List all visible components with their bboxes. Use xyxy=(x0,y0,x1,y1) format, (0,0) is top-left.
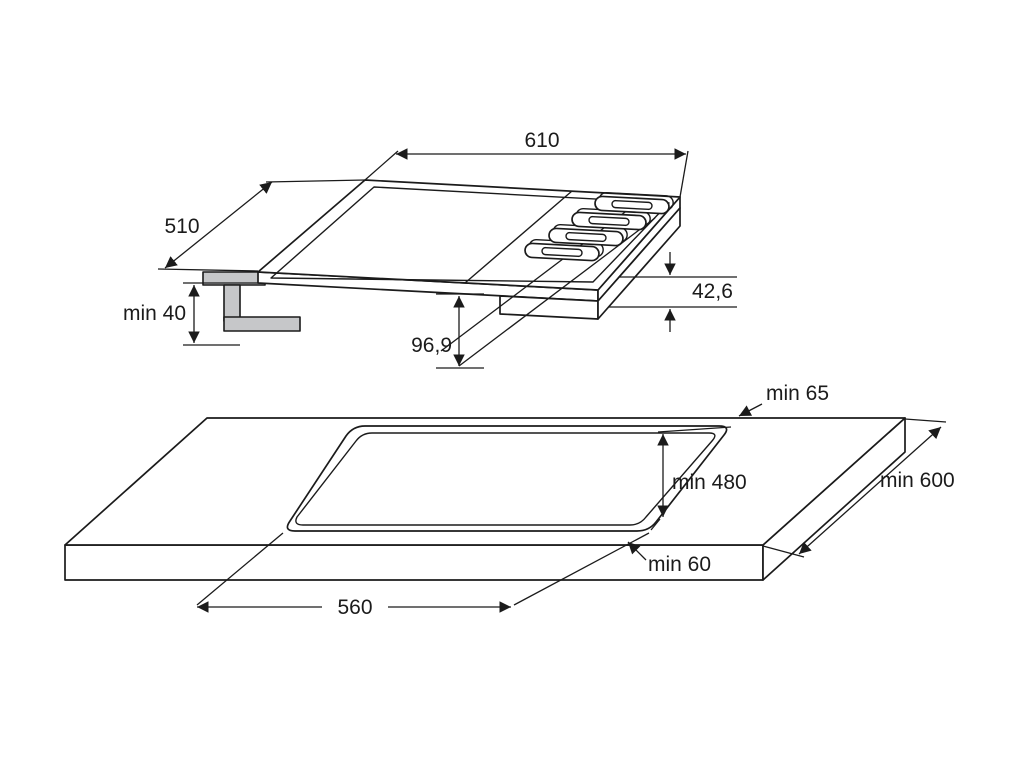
burner-housing-front-face xyxy=(499,295,599,320)
ext-line xyxy=(513,532,650,606)
dim-body-depth: 96,9 xyxy=(411,293,484,369)
bracket-foot xyxy=(223,316,301,332)
grate-front-bar xyxy=(594,195,670,215)
dim-426-label: 42,6 xyxy=(692,280,733,303)
dim-hob-depth: 510 xyxy=(157,179,366,272)
burner-grate-4 xyxy=(594,191,674,215)
ext-line xyxy=(679,150,689,198)
grate-inner-bar xyxy=(611,199,653,211)
ext-line xyxy=(904,418,947,423)
fixing-bracket-profile xyxy=(202,271,301,332)
grate-inner-bar xyxy=(565,231,607,243)
grate-inner-bar xyxy=(588,215,630,227)
dim-min65-label: min 65 xyxy=(766,382,829,405)
bracket-stem xyxy=(223,284,241,322)
burner-grate-1 xyxy=(524,238,604,262)
dim-rim-height: 42,6 xyxy=(609,252,737,332)
ext-line xyxy=(657,426,732,433)
dim-line xyxy=(798,426,942,555)
dim-min480-label: min 480 xyxy=(672,471,747,494)
ext-line xyxy=(364,150,399,181)
dim-cutout-front-clearance: min 60 xyxy=(627,541,711,576)
grate-front-bar xyxy=(524,242,600,262)
ext-line xyxy=(157,268,259,272)
grate-front-bar xyxy=(571,211,647,231)
cutout-inner-wall-edge xyxy=(295,432,716,526)
worktop-view: min 65 min 480 min 600 min 60 560 xyxy=(64,382,955,619)
cutout-opening xyxy=(286,425,728,532)
burner-grate-2 xyxy=(548,223,628,247)
dim-min40-label: min 40 xyxy=(123,302,186,325)
dim-cutout-depth: min 480 xyxy=(650,426,747,531)
burner-grate-3 xyxy=(571,207,651,231)
burner-section-divider xyxy=(464,190,573,284)
burner-housing-right-face xyxy=(597,207,681,320)
hob-top-inner-rim xyxy=(270,186,670,283)
hob-view: 610 510 min 40 42,6 9 xyxy=(123,129,737,369)
dim-560-label: 560 xyxy=(337,596,372,619)
dim-610-label: 610 xyxy=(524,129,559,152)
dim-worktop-depth: min 600 xyxy=(762,418,955,558)
dim-min600-label: min 600 xyxy=(880,469,955,492)
ext-line xyxy=(265,179,366,183)
dim-510-label: 510 xyxy=(164,215,199,238)
dim-line xyxy=(164,181,273,269)
dim-cutout-width: 560 xyxy=(196,532,650,619)
ext-line xyxy=(650,518,661,531)
dim-min60-label: min 60 xyxy=(648,553,711,576)
ext-line xyxy=(196,532,284,606)
leader-arrow xyxy=(738,403,763,417)
hob-top-face xyxy=(257,179,681,291)
grate-front-bar xyxy=(548,227,624,247)
dim-hob-width: 610 xyxy=(364,129,689,198)
ext-line xyxy=(762,545,805,558)
leader-arrow xyxy=(627,541,647,561)
dim-cutout-back-clearance: min 65 xyxy=(738,382,829,417)
dim-969-label: 96,9 xyxy=(411,334,452,357)
grate-inner-bar xyxy=(541,246,583,258)
dim-clearance-below: min 40 xyxy=(123,282,258,346)
